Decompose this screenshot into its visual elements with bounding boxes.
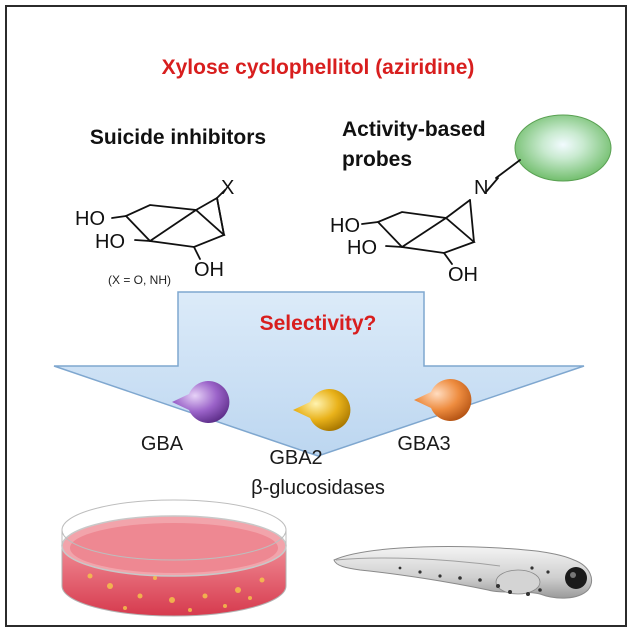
- suicide-inhibitor-structure: X HO HO OH (X = O, NH): [75, 177, 234, 287]
- ho-top-right: HO: [330, 215, 360, 237]
- atom-x: X: [221, 177, 234, 199]
- enzyme-gba3: GBA3: [397, 379, 472, 455]
- atom-n: N: [474, 177, 488, 199]
- gba2-label: GBA2: [269, 447, 322, 469]
- selectivity-label: Selectivity?: [260, 312, 377, 335]
- activity-based-probe-structure: N HO HO OH: [330, 177, 499, 286]
- ho-mid-right: HO: [347, 237, 377, 259]
- enzyme-gba: GBA: [141, 381, 230, 455]
- abp-heading-line1: Activity-based: [342, 118, 486, 141]
- gba-enzyme-icon: [172, 381, 230, 424]
- oh-bottom-left: OH: [194, 259, 224, 281]
- title: Xylose cyclophellitol (aziridine): [162, 56, 475, 79]
- ho-mid-left: HO: [95, 231, 125, 253]
- linker-bond: [495, 159, 521, 179]
- enzyme-gba2: GBA2: [269, 388, 351, 469]
- zebrafish-larva-icon: [333, 546, 592, 599]
- gba-label: GBA: [141, 433, 184, 455]
- gba3-enzyme-icon: [414, 379, 472, 421]
- oh-bottom-right: OH: [448, 264, 478, 286]
- suicide-inhibitors-heading: Suicide inhibitors: [90, 126, 266, 149]
- petri-dish-icon: [61, 499, 287, 617]
- gba3-label: GBA3: [397, 433, 450, 455]
- beta-glucosidases-label: β-glucosidases: [251, 477, 385, 499]
- abp-heading-line2: probes: [342, 148, 412, 171]
- x-definition-note: (X = O, NH): [108, 273, 171, 287]
- fluorophore-tag-icon: [514, 114, 612, 182]
- gba2-enzyme-icon: [293, 388, 351, 431]
- ho-top-left: HO: [75, 208, 105, 230]
